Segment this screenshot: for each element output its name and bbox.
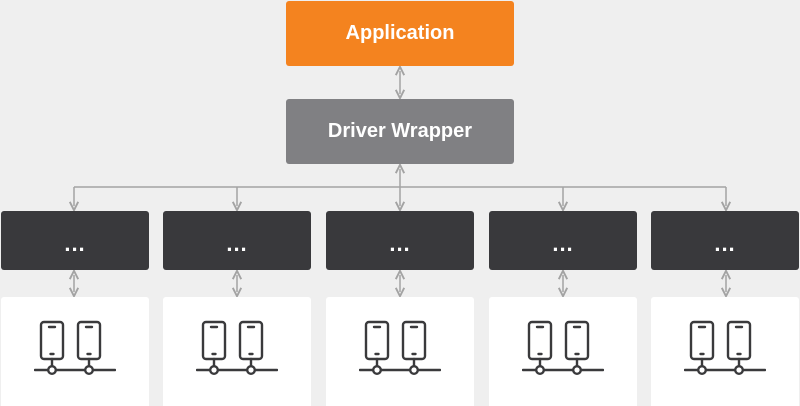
driver-wrapper-box: Driver Wrapper <box>286 99 514 164</box>
driver-box-2: ... <box>163 211 311 270</box>
driver-label: ... <box>714 230 736 256</box>
device-card-1 <box>1 297 149 406</box>
device-card-4 <box>489 297 637 406</box>
driver-row: ... ... ... ... ... <box>0 211 800 270</box>
device-pair-icon <box>359 320 441 375</box>
driver-label: ... <box>389 230 411 256</box>
driver-box-5: ... <box>651 211 799 270</box>
driver-label: ... <box>64 230 86 256</box>
device-pair-icon <box>684 320 766 375</box>
driver-box-1: ... <box>1 211 149 270</box>
application-label: Application <box>345 22 455 44</box>
driver-label: ... <box>552 230 574 256</box>
device-pair-icon <box>522 320 604 375</box>
device-card-2 <box>163 297 311 406</box>
device-row <box>0 297 800 406</box>
device-card-3 <box>326 297 474 406</box>
device-pair-icon <box>34 320 116 375</box>
driver-box-3: ... <box>326 211 474 270</box>
device-card-5 <box>651 297 799 406</box>
device-pair-icon <box>196 320 278 375</box>
driver-label: ... <box>226 230 248 256</box>
driver-wrapper-label: Driver Wrapper <box>327 120 473 142</box>
driver-box-4: ... <box>489 211 637 270</box>
application-box: Application <box>286 1 514 66</box>
